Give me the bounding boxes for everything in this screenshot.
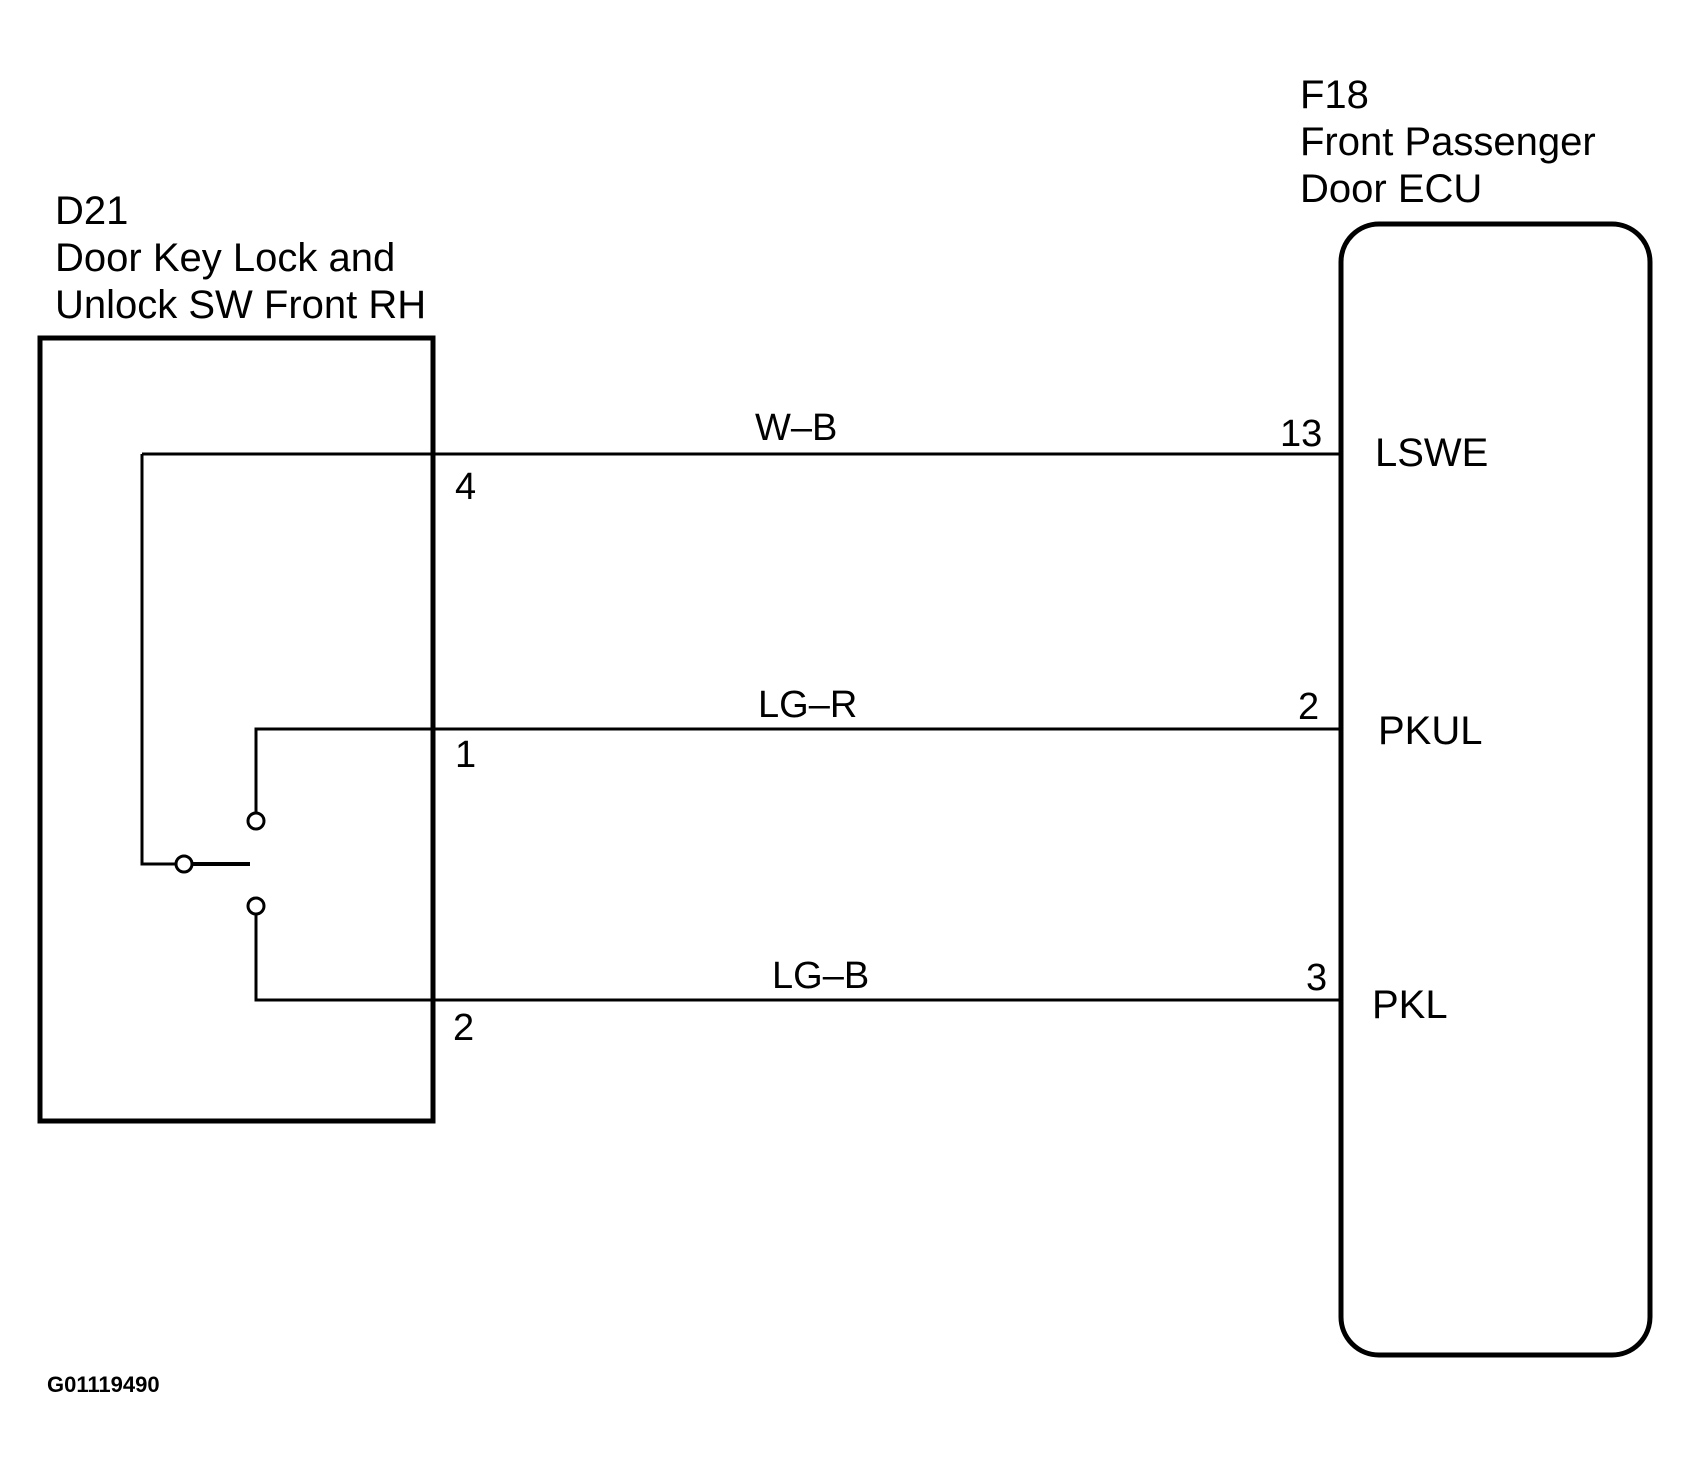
switch-upper-contact <box>246 811 266 831</box>
f18-code: F18 <box>1300 73 1369 117</box>
d21-code: D21 <box>55 189 128 233</box>
f18-ecu-box <box>1338 221 1653 1358</box>
d21-name-line1: Door Key Lock and <box>55 236 395 280</box>
d21-name-line2: Unlock SW Front RH <box>55 283 426 327</box>
d21-pin-middle: 1 <box>455 734 476 776</box>
switch-lower-lead <box>254 914 1341 1002</box>
switch-lower-contact <box>246 896 266 916</box>
f18-pin-top: 13 <box>1280 413 1322 455</box>
f18-name-line1: Front Passenger <box>1300 120 1596 164</box>
switch-upper-lead <box>254 727 1341 812</box>
switch-common-line <box>140 454 175 866</box>
f18-pin-bottom: 3 <box>1306 957 1327 999</box>
d21-pin-top: 4 <box>455 466 476 508</box>
f18-pin-middle: 2 <box>1298 686 1319 728</box>
f18-terminal-top: LSWE <box>1375 431 1488 475</box>
d21-pin-bottom: 2 <box>453 1007 474 1049</box>
f18-terminal-bottom: PKL <box>1372 983 1448 1027</box>
wire-top-color-label: W–B <box>755 407 837 449</box>
switch-pivot-contact <box>174 854 194 874</box>
figure-id: G01119490 <box>47 1372 160 1397</box>
f18-terminal-middle: PKUL <box>1378 709 1483 753</box>
f18-name-line2: Door ECU <box>1300 167 1482 211</box>
wire-middle-color-label: LG–R <box>758 684 857 726</box>
wire-bottom-color-label: LG–B <box>772 955 869 997</box>
